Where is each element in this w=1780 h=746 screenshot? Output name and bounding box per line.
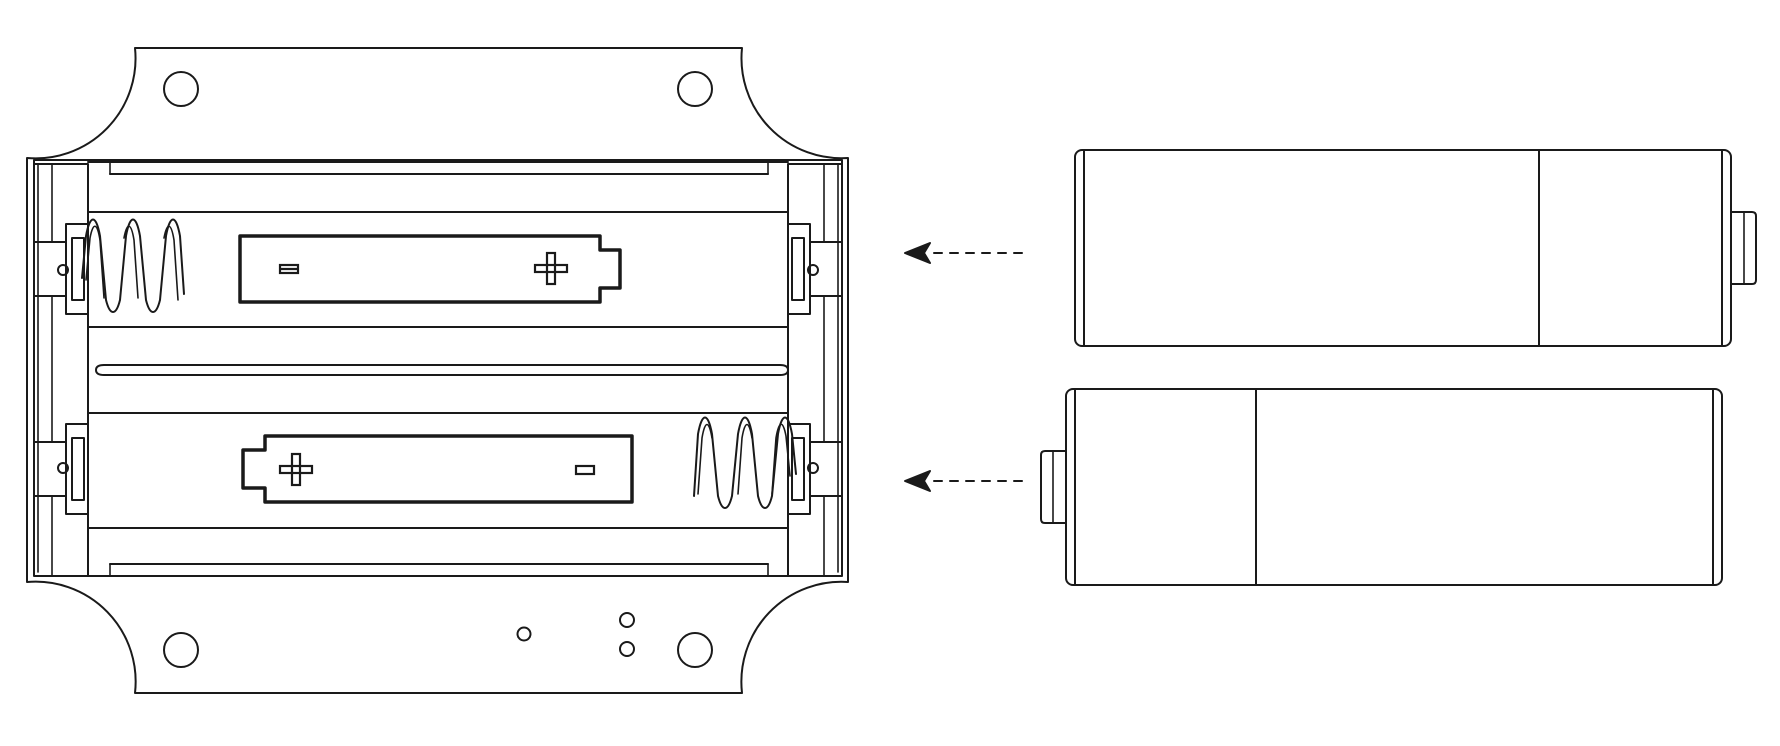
contact-bottom-left bbox=[57, 423, 89, 515]
slot-2-minus-icon bbox=[574, 464, 596, 476]
battery-holder bbox=[26, 47, 849, 694]
insert-arrow-top bbox=[904, 242, 1023, 264]
battery-top bbox=[1074, 149, 1757, 347]
slot-1-battery-outline bbox=[238, 234, 622, 304]
battery-bottom bbox=[1040, 388, 1723, 586]
mount-hole-bottom-right bbox=[677, 632, 713, 668]
small-hole-3 bbox=[619, 641, 635, 657]
mount-hole-top-left bbox=[163, 71, 199, 107]
contact-top-right bbox=[787, 223, 819, 315]
holder-mounting-plate bbox=[26, 47, 849, 694]
spring-top-left-icon bbox=[81, 218, 185, 313]
insert-arrow-bottom bbox=[904, 470, 1023, 492]
contact-top-left bbox=[57, 223, 89, 315]
holder-inner-frame bbox=[33, 159, 843, 577]
mount-hole-top-right bbox=[677, 71, 713, 107]
mount-hole-bottom-left bbox=[163, 632, 199, 668]
small-hole-1 bbox=[516, 626, 532, 642]
small-hole-2 bbox=[619, 612, 635, 628]
spring-bottom-right-icon bbox=[693, 416, 797, 509]
slot-2-plus-icon bbox=[278, 452, 314, 487]
slot-2-battery-outline bbox=[241, 434, 634, 504]
slot-1-plus-icon bbox=[533, 251, 569, 286]
